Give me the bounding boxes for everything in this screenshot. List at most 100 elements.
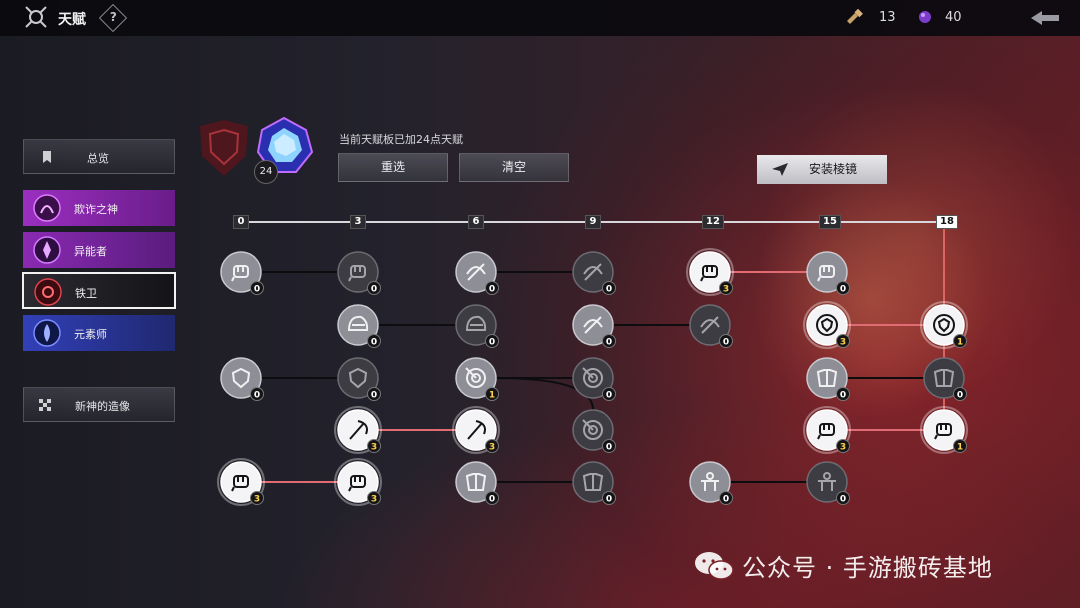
talent-node-armor[interactable]: 0: [572, 461, 616, 505]
talent-point-badge: [485, 334, 499, 348]
armor-icon: [582, 473, 604, 491]
helmet-icon: [465, 315, 487, 331]
reselect-button[interactable]: 重选: [338, 153, 448, 182]
talent-point-count: 0: [371, 285, 377, 295]
talent-node-fist[interactable]: 0: [220, 251, 264, 295]
talent-point-badge: [367, 491, 381, 505]
talent-point-badge: [367, 439, 381, 453]
overview-button[interactable]: 总览: [23, 139, 175, 174]
talent-point-count: 1: [489, 391, 495, 401]
talent-node-target[interactable]: 1: [455, 357, 499, 401]
hammer-currency-icon: [847, 9, 863, 24]
talent-point-count: 3: [371, 495, 377, 505]
talent-node-body[interactable]: 0: [689, 461, 733, 505]
class-tab-elementalist[interactable]: 元素师: [23, 315, 175, 351]
prism-label: 安装棱镜: [809, 162, 858, 176]
body-icon: [701, 472, 719, 491]
talent-node-shield[interactable]: 0: [220, 357, 264, 401]
talent-point-count: 0: [723, 495, 729, 505]
talent-point-badge: [836, 491, 850, 505]
talent-node-crossbow[interactable]: 0: [455, 251, 499, 295]
talent-point-count: 3: [840, 338, 846, 348]
talent-point-badge: [602, 439, 616, 453]
grid-icon: [39, 399, 51, 411]
shield-icon: [348, 367, 368, 389]
talent-link: [495, 377, 594, 411]
talent-point-badge: [836, 387, 850, 401]
crossbow-icon: [700, 316, 720, 334]
points-info-text: 当前天赋板已加24点天赋: [339, 133, 463, 146]
talent-node-punch[interactable]: 1: [920, 406, 968, 454]
talent-point-count: 0: [957, 391, 963, 401]
talent-node-crossbow[interactable]: 0: [572, 304, 616, 348]
talent-point-count: 0: [606, 285, 612, 295]
talent-node-target[interactable]: 0: [572, 409, 616, 453]
class-label: 铁卫: [75, 287, 97, 300]
talent-node-helmet[interactable]: 0: [337, 304, 381, 348]
statue-label: 新神的造像: [75, 400, 130, 413]
install-prism-button[interactable]: 安装棱镜: [757, 155, 887, 184]
talent-node-shield-ring[interactable]: 1: [920, 301, 968, 349]
talent-point-count: 0: [371, 338, 377, 348]
talent-point-count: 1: [957, 443, 963, 453]
talent-point-count: 1: [957, 338, 963, 348]
watermark-text: 公众号 · 手游搬砖基地: [742, 554, 993, 582]
currency-orb-count: 40: [945, 10, 962, 25]
talent-node-helmet[interactable]: 0: [455, 304, 499, 348]
clear-button[interactable]: 清空: [459, 153, 569, 182]
talent-node-punch[interactable]: 0: [806, 251, 850, 295]
tier-marker: 3: [350, 215, 366, 229]
talent-point-count: 0: [489, 495, 495, 505]
talent-node-crossbow[interactable]: 0: [689, 304, 733, 348]
talent-node-shield[interactable]: 0: [337, 357, 381, 401]
crossbow-icon: [583, 263, 603, 281]
tier-marker: 6: [468, 215, 484, 229]
tier-marker: 9: [585, 215, 601, 229]
back-arrow-icon[interactable]: [1028, 8, 1062, 28]
talent-point-count: 3: [489, 443, 495, 453]
talent-node-punch[interactable]: 3: [686, 248, 734, 296]
shield-icon: [231, 367, 251, 389]
talent-point-count: 0: [840, 391, 846, 401]
punch-icon: [817, 423, 835, 440]
new-god-statue-button[interactable]: 新神的造像: [23, 387, 175, 422]
talent-node-target[interactable]: 0: [572, 357, 616, 401]
talent-point-badge: [953, 387, 967, 401]
talent-node-armor[interactable]: 0: [806, 357, 850, 401]
talent-point-badge: [602, 491, 616, 505]
talent-point-badge: [953, 439, 967, 453]
esper-emblem-icon: [33, 236, 61, 264]
class-tab-esper[interactable]: 异能者: [23, 232, 175, 268]
talent-logo-icon: [25, 6, 47, 28]
talent-point-badge: [250, 491, 264, 505]
wechat-icon: [695, 552, 734, 580]
talent-node-axe[interactable]: 3: [334, 406, 382, 454]
talent-node-punch[interactable]: 3: [334, 458, 382, 506]
talent-node-fist[interactable]: 0: [337, 251, 381, 295]
armor-icon: [816, 369, 838, 387]
talent-node-crossbow[interactable]: 0: [572, 251, 616, 295]
talent-node-axe[interactable]: 3: [452, 406, 500, 454]
talent-node-shield-ring[interactable]: 3: [803, 301, 851, 349]
talent-node-punch[interactable]: 3: [803, 406, 851, 454]
talent-point-badge: [250, 387, 264, 401]
talent-point-count: 3: [371, 443, 377, 453]
talent-node-punch[interactable]: 3: [217, 458, 265, 506]
gem-points-badge: 24: [254, 160, 278, 184]
send-arrow-icon: [772, 163, 788, 176]
target-icon: [582, 367, 603, 388]
class-tab-ironguard-selected[interactable]: 铁卫: [22, 272, 176, 309]
fist-icon: [231, 265, 249, 282]
talent-node-body[interactable]: 0: [806, 461, 850, 505]
talent-point-count: 0: [254, 285, 260, 295]
talent-point-badge: [602, 387, 616, 401]
class-tab-trickster[interactable]: 欺诈之神: [23, 190, 175, 226]
punch-icon: [817, 265, 835, 282]
talent-node-armor[interactable]: 0: [923, 357, 967, 401]
talent-point-badge: [485, 439, 499, 453]
talent-point-count: 0: [606, 338, 612, 348]
purple-orb-currency-icon: [919, 11, 931, 23]
class-crest-gem: [200, 116, 314, 176]
talent-node-armor[interactable]: 0: [455, 461, 499, 505]
talent-point-badge: [367, 281, 381, 295]
